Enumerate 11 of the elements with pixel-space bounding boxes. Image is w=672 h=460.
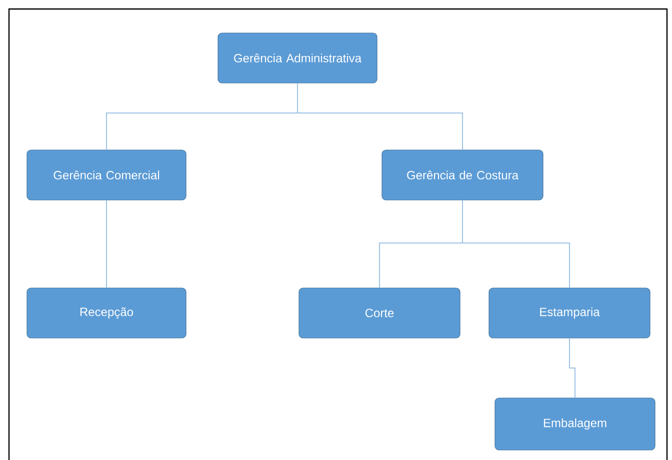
org-box: Corte bbox=[298, 288, 460, 338]
connector-line bbox=[462, 200, 570, 288]
connector-line bbox=[106, 200, 107, 288]
org-box: Gerência Administrativa bbox=[218, 32, 378, 84]
org-box: Embalagem bbox=[494, 398, 656, 450]
org-box: Recepção bbox=[26, 288, 186, 338]
org-box: Gerência de Costura bbox=[382, 150, 544, 200]
connector-line bbox=[569, 338, 576, 398]
connector-line bbox=[297, 82, 463, 150]
org-box: Gerência Comercial bbox=[26, 150, 186, 200]
org-box: Estamparia bbox=[488, 288, 650, 338]
